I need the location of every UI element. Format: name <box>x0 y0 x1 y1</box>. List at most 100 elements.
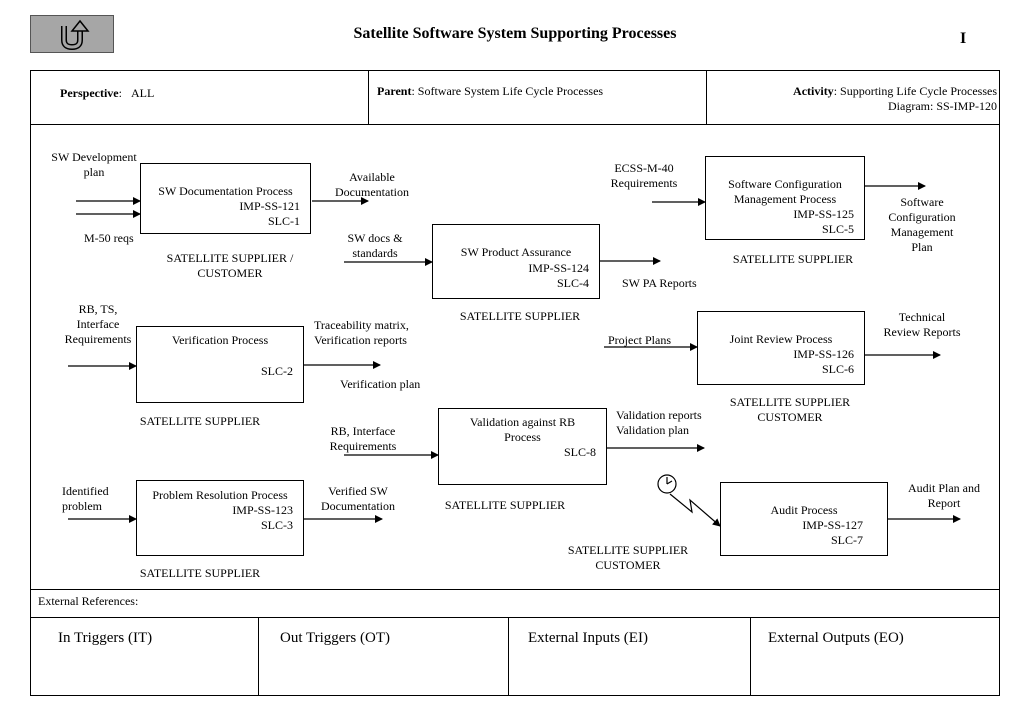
activity-label: Activity <box>793 84 834 98</box>
external-inputs-header: External Inputs (EI) <box>528 630 648 646</box>
process-name-line-2: Management Process <box>733 192 837 206</box>
owner-line: CUSTOMER <box>197 266 263 280</box>
flow-label-project-plans: Project Plans <box>608 333 671 347</box>
flow-label-line: Verification reports <box>314 333 407 347</box>
perspective-field: Perspective: ALL <box>60 86 154 101</box>
parent-field: Parent: Software System Life Cycle Proce… <box>377 84 603 99</box>
activity-value: : Supporting Life Cycle Processes <box>833 84 997 98</box>
flow-label-line: Audit Plan and <box>908 481 980 495</box>
flow-label-verification-plan: Verification plan <box>340 377 421 391</box>
process-box-problem-resolution[interactable]: Problem Resolution Process IMP-SS-123 SL… <box>136 480 304 556</box>
flow-label-line: Requirements <box>329 439 397 453</box>
owner-validation: SATELLITE SUPPLIER <box>444 498 566 512</box>
flow-label-line: plan <box>83 165 105 179</box>
process-box-audit[interactable]: Audit Process IMP-SS-127 SLC-7 <box>720 482 888 556</box>
flow-label-line: Documentation <box>321 499 395 513</box>
process-slc: SLC-2 <box>260 364 293 378</box>
process-name: Audit Process <box>770 503 838 517</box>
external-refs-top-border <box>30 589 1000 590</box>
perspective-label: Perspective <box>60 86 119 100</box>
flow-label-line: RB, Interface <box>330 424 396 438</box>
in-triggers-header: In Triggers (IT) <box>58 630 153 646</box>
flow-label-technical-review-reports: Technical Review Reports <box>870 310 974 340</box>
owner-line: SATELLITE SUPPLIER / <box>166 251 294 265</box>
process-box-documentation[interactable]: SW Documentation Process IMP-SS-121 SLC-… <box>140 163 311 234</box>
flow-label-audit-plan-report: Audit Plan and Report <box>894 481 994 511</box>
flow-label-line: Software <box>900 195 944 209</box>
process-slc: SLC-3 <box>260 518 293 532</box>
flow-label-verified-sw-documentation: Verified SW Documentation <box>310 484 406 514</box>
parent-label: Parent <box>377 84 412 98</box>
flow-label-identified-problem: Identified problem <box>62 484 109 514</box>
process-id: IMP-SS-123 <box>232 503 293 517</box>
page-title: Satellite Software System Supporting Pro… <box>353 25 677 42</box>
process-name: SW Product Assurance <box>460 245 572 259</box>
flow-label-line: RB, TS, <box>78 302 118 316</box>
flow-label-scm-plan: Software Configuration Management Plan <box>872 195 972 255</box>
process-name: Joint Review Process <box>729 332 833 346</box>
process-id: IMP-SS-124 <box>528 261 589 275</box>
flow-label-line: Interface <box>76 317 120 331</box>
flow-label-line: Review Reports <box>883 325 961 339</box>
process-name-line-1: Validation against RB <box>469 415 576 429</box>
process-slc: SLC-5 <box>821 222 854 236</box>
owner-product-assurance: SATELLITE SUPPLIER <box>459 309 581 323</box>
process-box-configuration-management[interactable]: Software Configuration Management Proces… <box>705 156 865 240</box>
process-id: IMP-SS-125 <box>793 207 854 221</box>
process-name: SW Documentation Process <box>158 184 293 198</box>
triggers-divider-2 <box>508 617 509 696</box>
diagram-frame <box>30 70 1000 696</box>
flow-label-traceability: Traceability matrix, Verification report… <box>314 318 409 348</box>
process-slc: SLC-8 <box>563 445 596 459</box>
flow-label-line: Available <box>349 170 395 184</box>
owner-line: SATELLITE SUPPLIER <box>729 395 851 409</box>
flow-label-line: standards <box>352 246 398 260</box>
process-slc: SLC-4 <box>556 276 589 290</box>
flow-label-sw-pa-reports: SW PA Reports <box>622 276 697 290</box>
process-box-verification[interactable]: Verification Process SLC-2 <box>136 326 304 403</box>
flow-label-line: Traceability matrix, <box>314 318 409 332</box>
process-name-line-1: Software Configuration <box>728 177 842 191</box>
flow-label-line: Configuration <box>888 210 956 224</box>
flow-label-ecss-requirements: ECSS-M-40 Requirements <box>594 161 694 191</box>
owner-line: SATELLITE SUPPLIER <box>567 543 689 557</box>
perspective-separator: : <box>118 86 122 100</box>
flow-label-line: Report <box>927 496 961 510</box>
process-slc: SLC-7 <box>830 533 863 547</box>
triggers-top-border <box>30 617 1000 618</box>
process-name: Problem Resolution Process <box>152 488 288 502</box>
process-id: IMP-SS-121 <box>239 199 300 213</box>
flow-label-line: Validation plan <box>616 423 689 437</box>
triggers-divider-3 <box>750 617 751 696</box>
flow-label-line: problem <box>62 499 102 513</box>
process-box-validation[interactable]: Validation against RB Process SLC-8 <box>438 408 607 485</box>
flow-label-line: Verified SW <box>328 484 388 498</box>
flow-label-line: Documentation <box>335 185 409 199</box>
activity-field: Activity: Supporting Life Cycle Processe… <box>716 84 997 114</box>
process-slc: SLC-1 <box>267 214 300 228</box>
process-box-joint-review[interactable]: Joint Review Process IMP-SS-126 SLC-6 <box>697 311 865 385</box>
flow-label-validation-reports: Validation reports Validation plan <box>616 408 702 438</box>
flow-label-line: Validation reports <box>616 408 702 422</box>
flow-label-rb-ts-interface: RB, TS, Interface Requirements <box>50 302 146 347</box>
owner-line: CUSTOMER <box>595 558 661 572</box>
flow-label-sw-development-plan: SW Development plan <box>44 150 144 180</box>
flow-label-line: Plan <box>911 240 933 254</box>
flow-label-line: Requirements <box>610 176 678 190</box>
info-bar-divider-1 <box>368 70 369 124</box>
external-references-label: External References: <box>38 594 139 608</box>
page-number: I <box>960 30 967 47</box>
up-level-button[interactable] <box>30 15 114 53</box>
process-box-product-assurance[interactable]: SW Product Assurance IMP-SS-124 SLC-4 <box>432 224 600 299</box>
flow-label-available-documentation: Available Documentation <box>322 170 422 200</box>
process-name-line-2: Process <box>504 430 541 444</box>
flow-label-line: Identified <box>62 484 109 498</box>
parent-value: : Software System Life Cycle Processes <box>411 84 604 98</box>
out-triggers-header: Out Triggers (OT) <box>280 630 391 646</box>
process-id: IMP-SS-126 <box>793 347 854 361</box>
info-bar-bottom-border <box>30 124 1000 125</box>
external-outputs-header: External Outputs (EO) <box>768 630 904 646</box>
info-bar-divider-2 <box>706 70 707 124</box>
flow-label-rb-interface: RB, Interface Requirements <box>318 424 408 454</box>
owner-line: CUSTOMER <box>757 410 823 424</box>
